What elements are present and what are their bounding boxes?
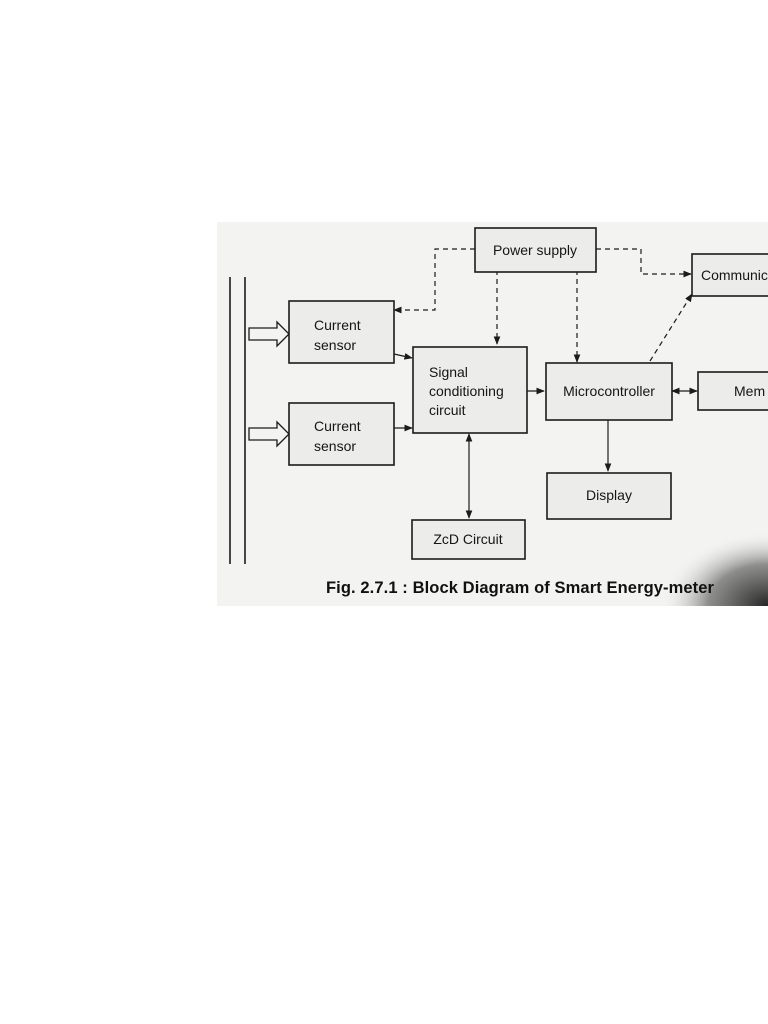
power-supply-block: Power supply — [474, 227, 597, 273]
signal-conditioning-line-3: circuit — [429, 402, 466, 418]
input-arrow-2 — [248, 420, 290, 448]
zcd-circuit-label: ZcD Circuit — [433, 531, 502, 547]
memory-block: Mem — [697, 371, 768, 411]
current-sensor-1-line-1: Current — [314, 317, 361, 333]
current-sensor-2-line-2: sensor — [314, 438, 356, 454]
input-arrow-1 — [248, 320, 290, 348]
sensor1-to-signal-line — [393, 353, 413, 360]
display-block: Display — [546, 472, 672, 520]
communication-block: Communic — [691, 253, 768, 297]
diagram-scan: Power supply Communic Current sensor Cur… — [217, 222, 768, 606]
current-sensor-2-line-1: Current — [314, 418, 361, 434]
micro-to-comm-line — [649, 293, 693, 362]
power-supply-label: Power supply — [493, 242, 577, 258]
display-label: Display — [586, 487, 632, 503]
zcd-circuit-block: ZcD Circuit — [411, 519, 526, 560]
signal-conditioning-line-1: Signal — [429, 364, 468, 380]
communication-label: Communic — [701, 267, 768, 283]
microcontroller-block: Microcontroller — [545, 362, 673, 421]
microcontroller-label: Microcontroller — [563, 383, 655, 399]
current-sensor-1-line-2: sensor — [314, 337, 356, 353]
signal-conditioning-block: Signal conditioning circuit — [412, 346, 528, 434]
scan-shadow — [647, 522, 768, 606]
memory-label: Mem — [734, 383, 765, 399]
current-sensor-block-2: Current sensor — [288, 402, 395, 466]
signal-conditioning-line-2: conditioning — [429, 383, 504, 399]
power-to-sensor-line — [393, 248, 475, 314]
power-to-comm-line — [596, 248, 692, 278]
figure-caption: Fig. 2.7.1 : Block Diagram of Smart Ener… — [326, 579, 715, 597]
current-sensor-block-1: Current sensor — [288, 300, 395, 364]
block-diagram: Power supply Communic Current sensor Cur… — [229, 227, 768, 606]
